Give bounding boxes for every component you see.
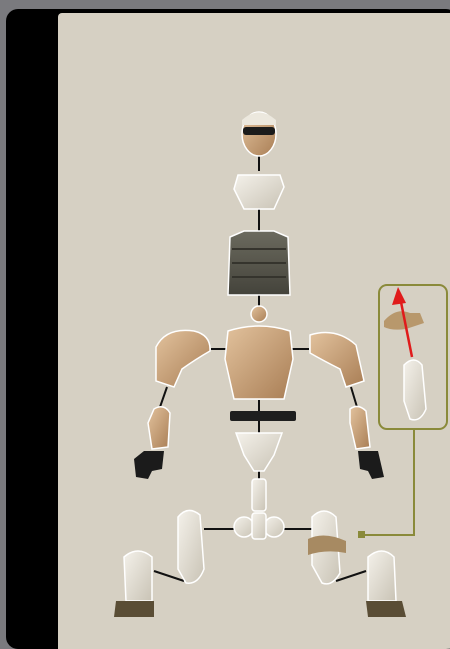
head[interactable]: [242, 112, 276, 156]
right-hand[interactable]: [358, 451, 384, 479]
action-figure-diagram: [58, 13, 450, 649]
left-boot[interactable]: [114, 551, 154, 617]
right-forearm[interactable]: [350, 406, 370, 449]
callout-anchor: [358, 531, 365, 538]
right-boot[interactable]: [366, 551, 406, 617]
pelvis[interactable]: [234, 433, 284, 539]
neck-scarf[interactable]: [234, 175, 284, 209]
right-upper-arm[interactable]: [310, 333, 364, 387]
left-hand[interactable]: [134, 451, 164, 479]
figure-canvas: [58, 13, 450, 649]
belt[interactable]: [230, 411, 296, 421]
left-thigh[interactable]: [178, 510, 204, 583]
torso[interactable]: [225, 306, 293, 399]
left-forearm[interactable]: [148, 407, 170, 449]
straight-arm-pose: [404, 360, 426, 420]
pose-inset: [358, 285, 447, 538]
vest[interactable]: [228, 231, 290, 295]
left-upper-arm[interactable]: [156, 330, 210, 387]
right-thigh[interactable]: [308, 511, 346, 584]
app-window: [6, 9, 450, 649]
